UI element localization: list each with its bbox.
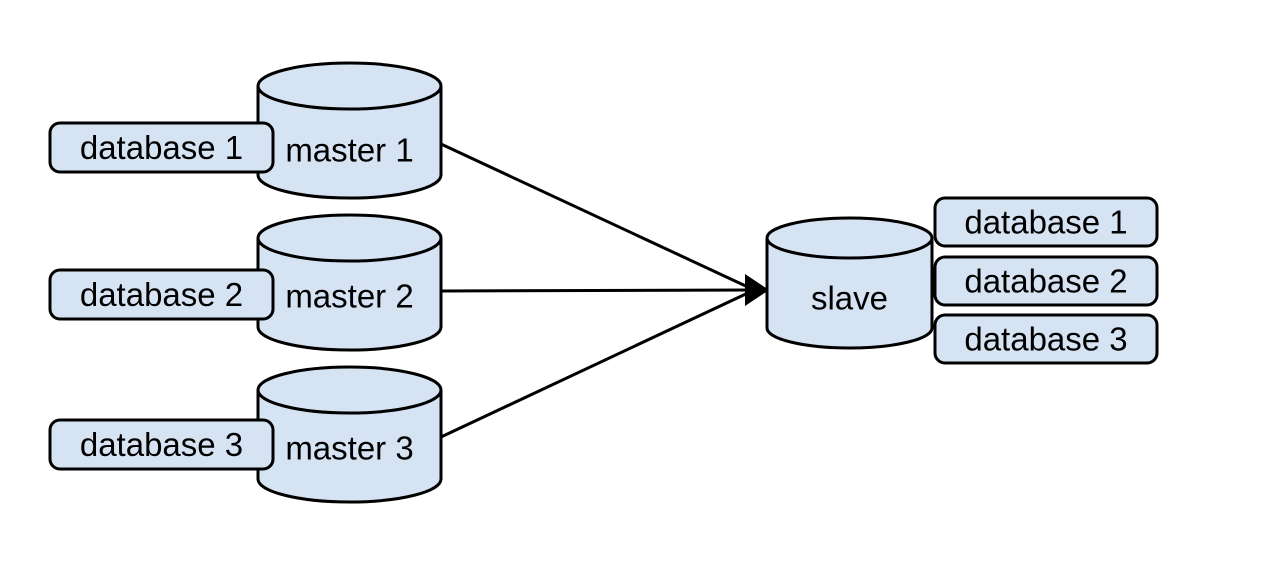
connector-master-1-to-slave (440, 142, 751, 290)
slave-database-2-badge (933, 255, 1159, 307)
slave-database-2-label: database 2 (964, 263, 1127, 300)
connector-master-2-to-slave (440, 288, 751, 293)
master-2-database-badge (48, 268, 275, 321)
master-2-label: master 2 (285, 278, 413, 315)
slave-cylinder (765, 238, 934, 350)
connectors (440, 142, 769, 439)
slave-cylinder-top (765, 216, 934, 260)
master-3-cylinder (256, 390, 443, 504)
master-1-label: master 1 (285, 132, 413, 169)
master-1-cylinder-top (256, 61, 443, 111)
arrow-head (745, 274, 769, 306)
connector-master-3-to-slave (440, 290, 751, 439)
master-2-group: database 2 master 2 (48, 213, 443, 352)
master-3-database-label: database 3 (80, 426, 243, 463)
master-1-database-badge (48, 121, 275, 174)
slave-group: slave database 1 database 2 database 3 (765, 196, 1159, 365)
master-1-database-label: database 1 (80, 129, 243, 166)
master-1-cylinder (256, 86, 443, 200)
slave-database-3-badge (933, 313, 1159, 365)
master-3-group: database 3 master 3 (48, 365, 443, 504)
master-1-group: database 1 master 1 (48, 61, 443, 200)
master-2-cylinder-top (256, 213, 443, 263)
master-3-label: master 3 (285, 430, 413, 467)
slave-database-3-label: database 3 (964, 321, 1127, 358)
master-2-cylinder (256, 238, 443, 352)
master-3-database-badge (48, 418, 275, 471)
slave-database-1-label: database 1 (964, 204, 1127, 241)
slave-label: slave (811, 280, 888, 317)
master-2-database-label: database 2 (80, 276, 243, 313)
master-3-cylinder-top (256, 365, 443, 415)
slave-database-1-badge (933, 196, 1159, 248)
